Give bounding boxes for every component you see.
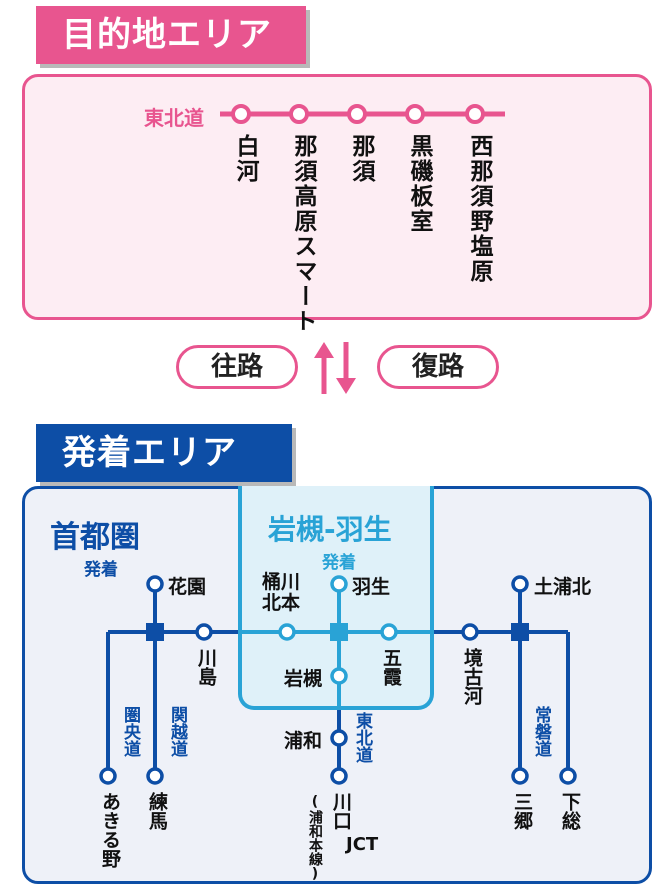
marker-okegawa [278,623,296,641]
marker-urawa [330,729,348,747]
station-shirakawa: 白河 [232,134,258,184]
station-nishinasuno-shiobara: 西那須野塩原 [466,134,492,284]
label-okegawa-kitamoto: 桶川 北本 [262,571,301,614]
label-akiruno: あきる野 [99,792,121,868]
return-pill: 復路 [377,345,499,389]
road-label-joban: 常磐道 [531,706,551,757]
marker-hanazono [146,575,164,593]
road-label-kanetsu: 関越道 [167,706,187,757]
metro-area-subtitle: 発着 [84,560,118,580]
destination-area-header: 目的地エリア [36,6,306,64]
label-hanazono: 花園 [168,576,207,598]
metro-area-title: 首都圏 [50,520,140,555]
station-nasukogen-smart: 那須高原スマート [290,134,316,334]
label-kawaguchi-note: (浦和本線) [307,794,323,882]
station-marker-nishinasuno [465,104,485,124]
label-sakaikoga: 境古河 [461,648,483,705]
marker-misato [511,767,529,785]
label-misato: 三郷 [511,792,533,830]
junction-joban [511,623,529,641]
label-shimofusa: 下総 [559,792,581,830]
label-hanyu: 羽生 [352,576,391,598]
label-kawajima: 川島 [195,648,217,686]
label-gokasumi: 五霞 [380,648,402,686]
label-kawaguchi-jct: JCT [346,834,379,855]
label-urawa: 浦和 [284,730,323,752]
outbound-pill: 往路 [176,345,298,389]
junction-kanetsu [146,623,164,641]
departure-area-header: 発着エリア [36,424,292,482]
label-tsuchiurakita: 土浦北 [534,576,592,598]
station-marker-nasukogen [289,104,309,124]
station-marker-shirakawa [231,104,251,124]
marker-hanyu [330,575,348,593]
iwatsuki-area-title: 岩槻-羽生 [268,513,392,546]
marker-shimofusa [559,767,577,785]
marker-akiruno [99,767,117,785]
marker-tsuchiurakita [511,575,529,593]
label-iwatsuki: 岩槻 [284,668,323,690]
station-kuroiso-itamuro: 黒磯板室 [406,134,432,234]
label-nerima: 練馬 [146,792,168,830]
road-label-kenodo: 圏央道 [120,706,140,757]
marker-gokasumi [380,623,398,641]
marker-sakaikoga [461,623,479,641]
marker-iwatsuki [330,667,348,685]
junction-tohoku [330,623,348,641]
label-kawaguchi: 川口 [330,792,352,830]
iwatsuki-area-subtitle: 発着 [322,553,356,573]
station-nasu: 那須 [348,134,374,184]
station-marker-kuroiso [405,104,425,124]
marker-kawajima [195,623,213,641]
marker-kawaguchi [330,767,348,785]
up-down-arrows-icon [314,342,356,394]
station-marker-nasu [347,104,367,124]
destination-road-label: 東北道 [144,106,204,130]
road-label-tohoku: 東北道 [352,712,372,763]
marker-nerima [146,767,164,785]
